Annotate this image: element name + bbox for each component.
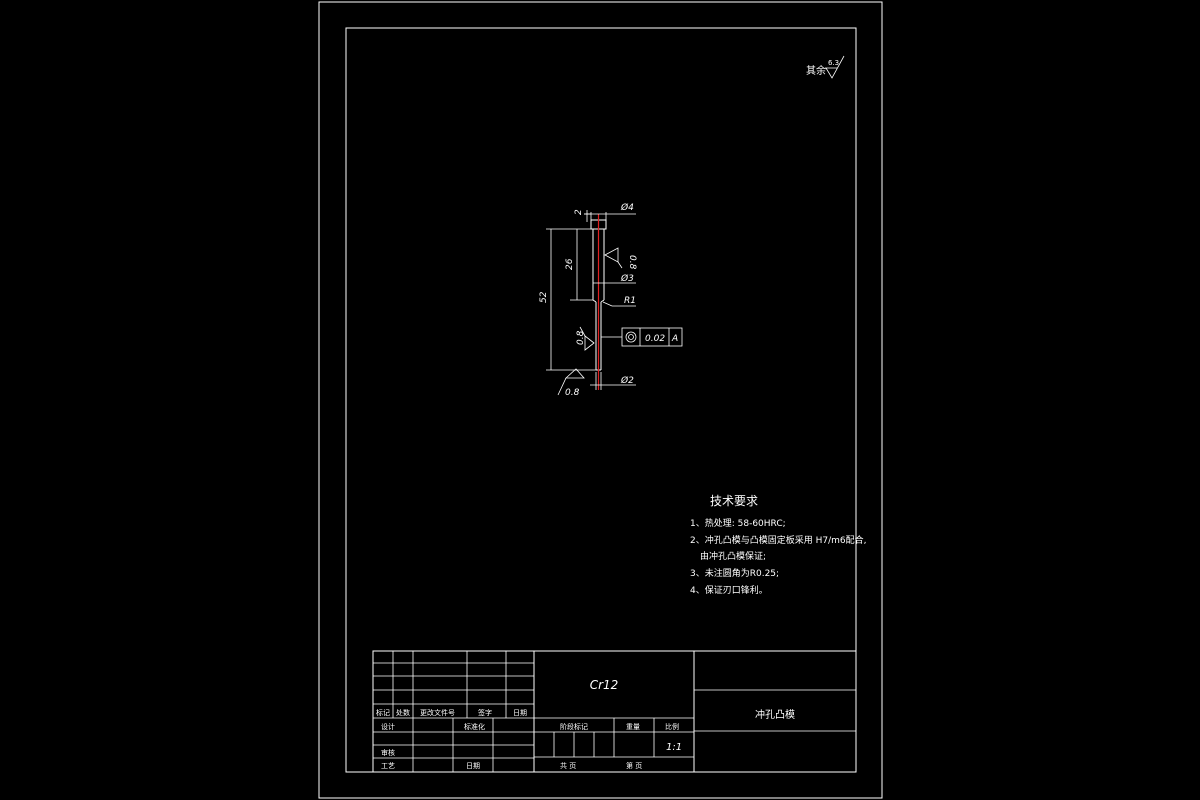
tolerance-value: 0.02: [645, 334, 665, 344]
roughness-right-value: 0.8: [627, 255, 637, 270]
tb-header: 处数: [396, 708, 410, 717]
inner-frame: [345, 27, 857, 773]
dim-head-diameter: Ø4: [620, 202, 634, 213]
tech-requirement-item: 3、未注圆角为R0.25;: [690, 567, 779, 579]
roughness-bottom-value: 0.8: [565, 388, 580, 398]
roughness-left-value: 0.8: [576, 330, 586, 345]
tb-header: 日期: [513, 709, 527, 717]
roughness-symbol-icon: [825, 55, 845, 79]
dim-tip-diameter: Ø2: [620, 375, 634, 386]
dim-radius: R1: [624, 296, 636, 306]
roughness-note-label: 其余: [806, 64, 826, 77]
roughness-note-value: 6.3: [828, 59, 839, 67]
roughness-bottom-icon: [564, 368, 585, 379]
tb-design-label: 设计: [381, 722, 395, 731]
tb-review-label: 审核: [381, 748, 395, 757]
roughness-right-icon: [604, 247, 619, 263]
tech-requirement-item: 4、保证刃口锋利。: [690, 584, 768, 596]
title-block: 标记 处数 更改文件号 签字 日期 设计 标准化 审核 工艺 日期 Cr12 阶…: [372, 650, 857, 773]
roughness-note: 其余 6.3: [806, 55, 845, 79]
tb-sheet-no: 第 页: [626, 761, 642, 770]
punch-drawing: 2 Ø4 52 26 Ø3 R1 Ø2 0.8 0.8: [539, 202, 683, 398]
dim-mid-diameter: Ø3: [620, 273, 634, 284]
tb-stage-label: 阶段标记: [560, 722, 588, 731]
tb-scale-label: 比例: [665, 722, 679, 731]
tech-requirements: 技术要求 1、热处理: 58-60HRC; 2、冲孔凸模与凸模固定板采用 H7/…: [690, 494, 866, 596]
tb-scale-value: 1:1: [666, 742, 682, 753]
outer-border: [318, 1, 883, 799]
tb-header: 更改文件号: [420, 708, 455, 717]
dim-length-26: 26: [565, 258, 575, 270]
tolerance-datum: A: [671, 334, 678, 344]
tech-requirement-item: 由冲孔凸模保证;: [700, 550, 766, 562]
tech-requirements-title: 技术要求: [710, 494, 758, 508]
tb-header: 标记: [376, 708, 390, 717]
tb-weight-label: 重量: [626, 723, 640, 731]
roughness-left-icon: [584, 335, 595, 351]
dim-length-52: 52: [539, 291, 549, 303]
tolerance-frame: [621, 327, 683, 347]
dim-top-length: 2: [574, 209, 584, 215]
tb-material: Cr12: [590, 678, 619, 692]
tb-process-label: 工艺: [381, 762, 395, 770]
tb-sheets-total: 共 页: [560, 761, 576, 770]
tech-requirement-item: 2、冲孔凸模与凸模固定板采用 H7/m6配合,: [690, 534, 866, 546]
tb-date-label: 日期: [466, 762, 480, 770]
tech-requirement-item: 1、热处理: 58-60HRC;: [690, 517, 786, 529]
tb-standard-label: 标准化: [464, 722, 485, 731]
tb-header: 签字: [478, 708, 492, 717]
concentricity-icon: [625, 331, 637, 343]
tb-part-name: 冲孔凸模: [755, 708, 795, 721]
